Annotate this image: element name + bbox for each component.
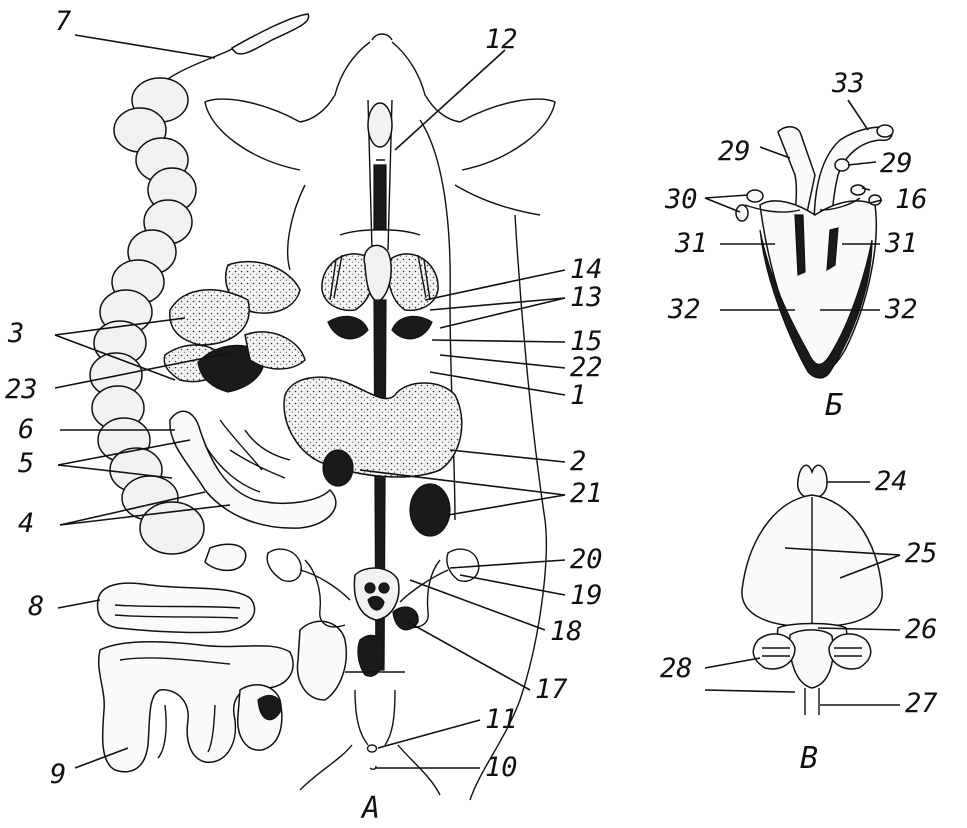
- label-20: 20: [570, 544, 603, 575]
- panel-label-heart: Б: [825, 388, 843, 423]
- label-10: 10: [485, 752, 518, 783]
- panel-label-brain: В: [800, 741, 818, 776]
- label-12: 12: [485, 24, 518, 55]
- label-28: 28: [660, 653, 693, 684]
- label-1: 1: [570, 380, 586, 411]
- label-11: 11: [485, 704, 518, 735]
- label-22: 22: [570, 352, 603, 383]
- label-32-right: 32: [884, 294, 918, 325]
- label-24: 24: [875, 466, 908, 497]
- label-31-right: 31: [884, 228, 918, 259]
- label-4: 4: [18, 508, 34, 539]
- stomach: [284, 377, 462, 477]
- label-18: 18: [550, 616, 583, 647]
- neck-organs: [340, 100, 420, 250]
- label-2: 2: [570, 446, 586, 477]
- label-7: 7: [55, 6, 71, 37]
- label-17: 17: [535, 674, 568, 705]
- panel-label-main: А: [360, 791, 380, 826]
- label-8: 8: [28, 591, 44, 622]
- label-13: 13: [570, 282, 603, 313]
- label-3: 3: [7, 318, 24, 349]
- label-29-left: 29: [718, 136, 751, 167]
- label-6: 6: [18, 414, 34, 445]
- label-16: 16: [895, 184, 928, 215]
- labels-left: 7 3 23 6 5 4 8 9: [5, 6, 71, 790]
- kidney-right: [410, 484, 450, 536]
- kidney-left: [323, 450, 353, 486]
- label-32-left: 32: [667, 294, 701, 325]
- brain-panel: [742, 465, 882, 715]
- label-27: 27: [905, 688, 938, 719]
- label-19: 19: [570, 580, 603, 611]
- label-5: 5: [18, 448, 34, 479]
- label-26: 26: [905, 614, 938, 645]
- label-9: 9: [50, 759, 66, 790]
- label-23: 23: [5, 374, 38, 405]
- small-intestine: [98, 544, 347, 772]
- label-14: 14: [570, 254, 603, 285]
- label-30: 30: [664, 184, 698, 215]
- label-33: 33: [831, 68, 865, 99]
- label-21: 21: [570, 478, 603, 509]
- label-25: 25: [905, 538, 938, 569]
- liver: [164, 262, 305, 392]
- label-29-right: 29: [880, 148, 913, 179]
- labels-right: 12 14 13 15 22 1 2 21 20 19 18 17 11 10: [485, 24, 603, 783]
- label-31-left: 31: [674, 228, 708, 259]
